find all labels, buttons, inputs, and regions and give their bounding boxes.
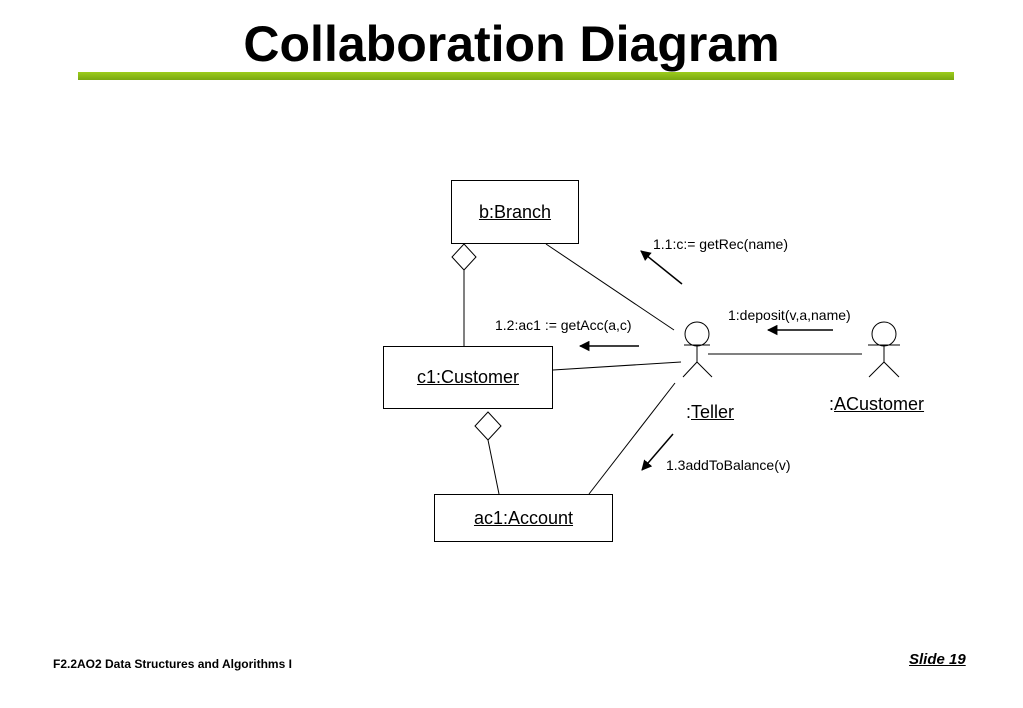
acustomer-actor-name: :ACustomer <box>829 394 924 415</box>
getrec-message-label: 1.1:c:= getRec(name) <box>653 236 789 252</box>
addtobalance-message-label: 1.3addToBalance(v) <box>666 457 791 473</box>
getacc-message-label: 1.2:ac1 := getAcc(a,c) <box>495 317 632 333</box>
teller-actor-name: :Teller <box>686 402 734 423</box>
customer-account-link <box>487 439 500 495</box>
customer-object-box[interactable]: c1:Customer <box>383 346 553 409</box>
customer-account-aggregation-diamond <box>474 411 502 441</box>
customer-object-label: c1:Customer <box>416 367 520 387</box>
teller-stick-figure <box>682 321 713 378</box>
deposit-message-label: 1:deposit(v,a,name) <box>728 307 851 323</box>
account-object-box[interactable]: ac1:Account <box>434 494 613 542</box>
title-underline-bar <box>78 72 954 80</box>
branch-object-box[interactable]: b:Branch <box>451 180 579 244</box>
branch-object-label: b:Branch <box>478 201 552 222</box>
addtobalance-arrow <box>641 433 674 471</box>
customer-teller-link <box>552 361 682 371</box>
footer-slide-number: Slide 19 <box>909 651 966 668</box>
account-teller-link <box>588 382 676 495</box>
footer-course-name: F2.2AO2 Data Structures and Algorithms I <box>53 657 292 671</box>
acustomer-actor-prefix: : <box>829 394 835 414</box>
branch-customer-aggregation-diamond <box>451 243 477 271</box>
acustomer-actor-label: ACustomer <box>834 394 925 414</box>
branch-teller-link <box>545 243 675 331</box>
teller-actor-label: Teller <box>691 402 735 422</box>
acustomer-stick-figure <box>868 321 900 378</box>
slide-title: Collaboration Diagram <box>243 16 780 72</box>
getrec-arrow <box>640 250 683 285</box>
teller-actor-prefix: : <box>686 402 692 422</box>
account-object-label: ac1:Account <box>473 507 574 528</box>
